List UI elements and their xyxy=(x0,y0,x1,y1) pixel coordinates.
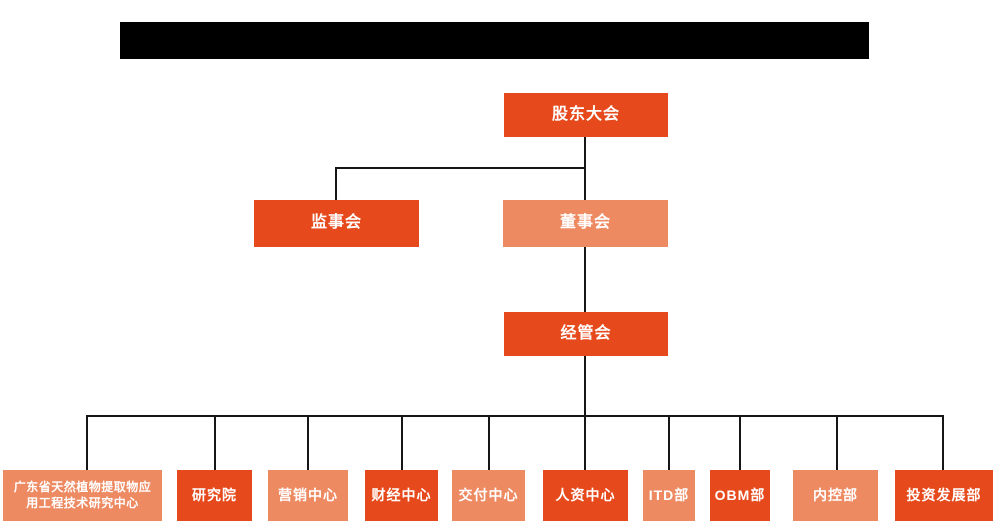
org-node-label: 广东省天然植物提取物应用工程技术研究中心 xyxy=(13,479,152,510)
org-node-label: 股东大会 xyxy=(551,105,620,123)
connector-line xyxy=(214,415,216,470)
connector-line xyxy=(942,415,944,470)
org-node-management-committee: 经管会 xyxy=(504,312,668,356)
org-node-hr-center: 人资中心 xyxy=(543,470,628,521)
org-node-supervisory-board: 监事会 xyxy=(254,200,419,247)
connector-line xyxy=(488,415,490,470)
connector-line xyxy=(307,415,309,470)
org-node-investment-development-department: 投资发展部 xyxy=(895,470,993,521)
org-node-label: 内控部 xyxy=(813,487,858,504)
org-node-research-institute: 研究院 xyxy=(177,470,252,521)
org-node-research-center: 广东省天然植物提取物应用工程技术研究中心 xyxy=(3,470,162,521)
org-node-finance-center: 财经中心 xyxy=(365,470,438,521)
org-node-label: 营销中心 xyxy=(278,487,338,504)
org-node-itd-department: ITD部 xyxy=(643,470,695,521)
org-node-shareholders-meeting: 股东大会 xyxy=(504,93,668,137)
org-node-label: 经管会 xyxy=(560,324,612,342)
org-node-marketing-center: 营销中心 xyxy=(268,470,348,521)
connector-line xyxy=(86,415,88,470)
org-node-label: 监事会 xyxy=(310,214,362,232)
connector-line xyxy=(335,167,586,169)
org-node-label: 董事会 xyxy=(559,214,611,232)
connector-line xyxy=(584,356,586,470)
org-node-label: 交付中心 xyxy=(458,487,519,504)
connector-line xyxy=(335,167,337,200)
org-node-label: 投资发展部 xyxy=(906,487,982,504)
org-node-delivery-center: 交付中心 xyxy=(452,470,525,521)
connector-line xyxy=(86,415,944,417)
connector-line xyxy=(401,415,403,470)
org-node-label: 研究院 xyxy=(192,487,237,504)
org-node-label: OBM部 xyxy=(714,487,766,504)
org-node-internal-control-department: 内控部 xyxy=(793,470,878,521)
org-node-label: ITD部 xyxy=(648,487,690,504)
connector-line xyxy=(836,415,838,470)
org-node-obm-department: OBM部 xyxy=(710,470,770,521)
connector-line xyxy=(668,415,670,470)
redacted-title-bar xyxy=(120,22,869,59)
org-node-label: 人资中心 xyxy=(555,487,616,504)
org-node-board-of-directors: 董事会 xyxy=(503,200,668,247)
connector-line xyxy=(584,247,586,312)
connector-line xyxy=(739,415,741,470)
org-node-label: 财经中心 xyxy=(371,487,432,504)
